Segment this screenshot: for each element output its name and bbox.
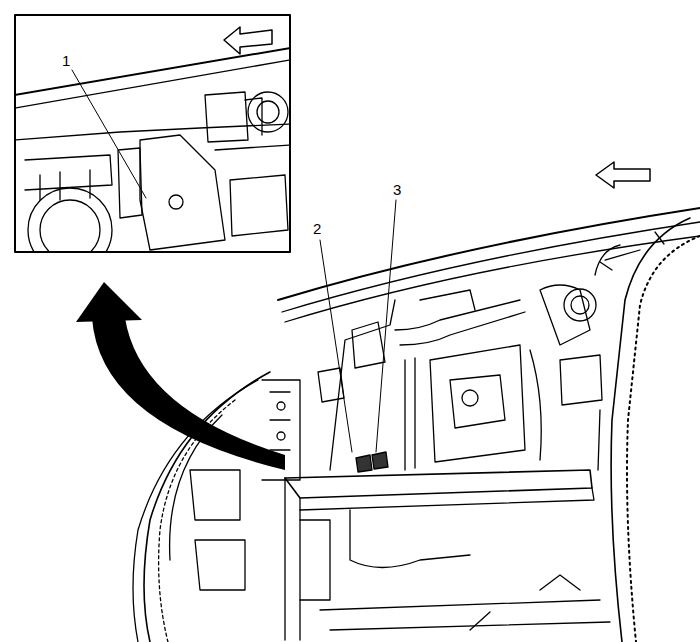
callout-number: 1 [62,53,70,68]
callout-number: 3 [393,182,401,197]
callout-number: 2 [313,221,321,236]
